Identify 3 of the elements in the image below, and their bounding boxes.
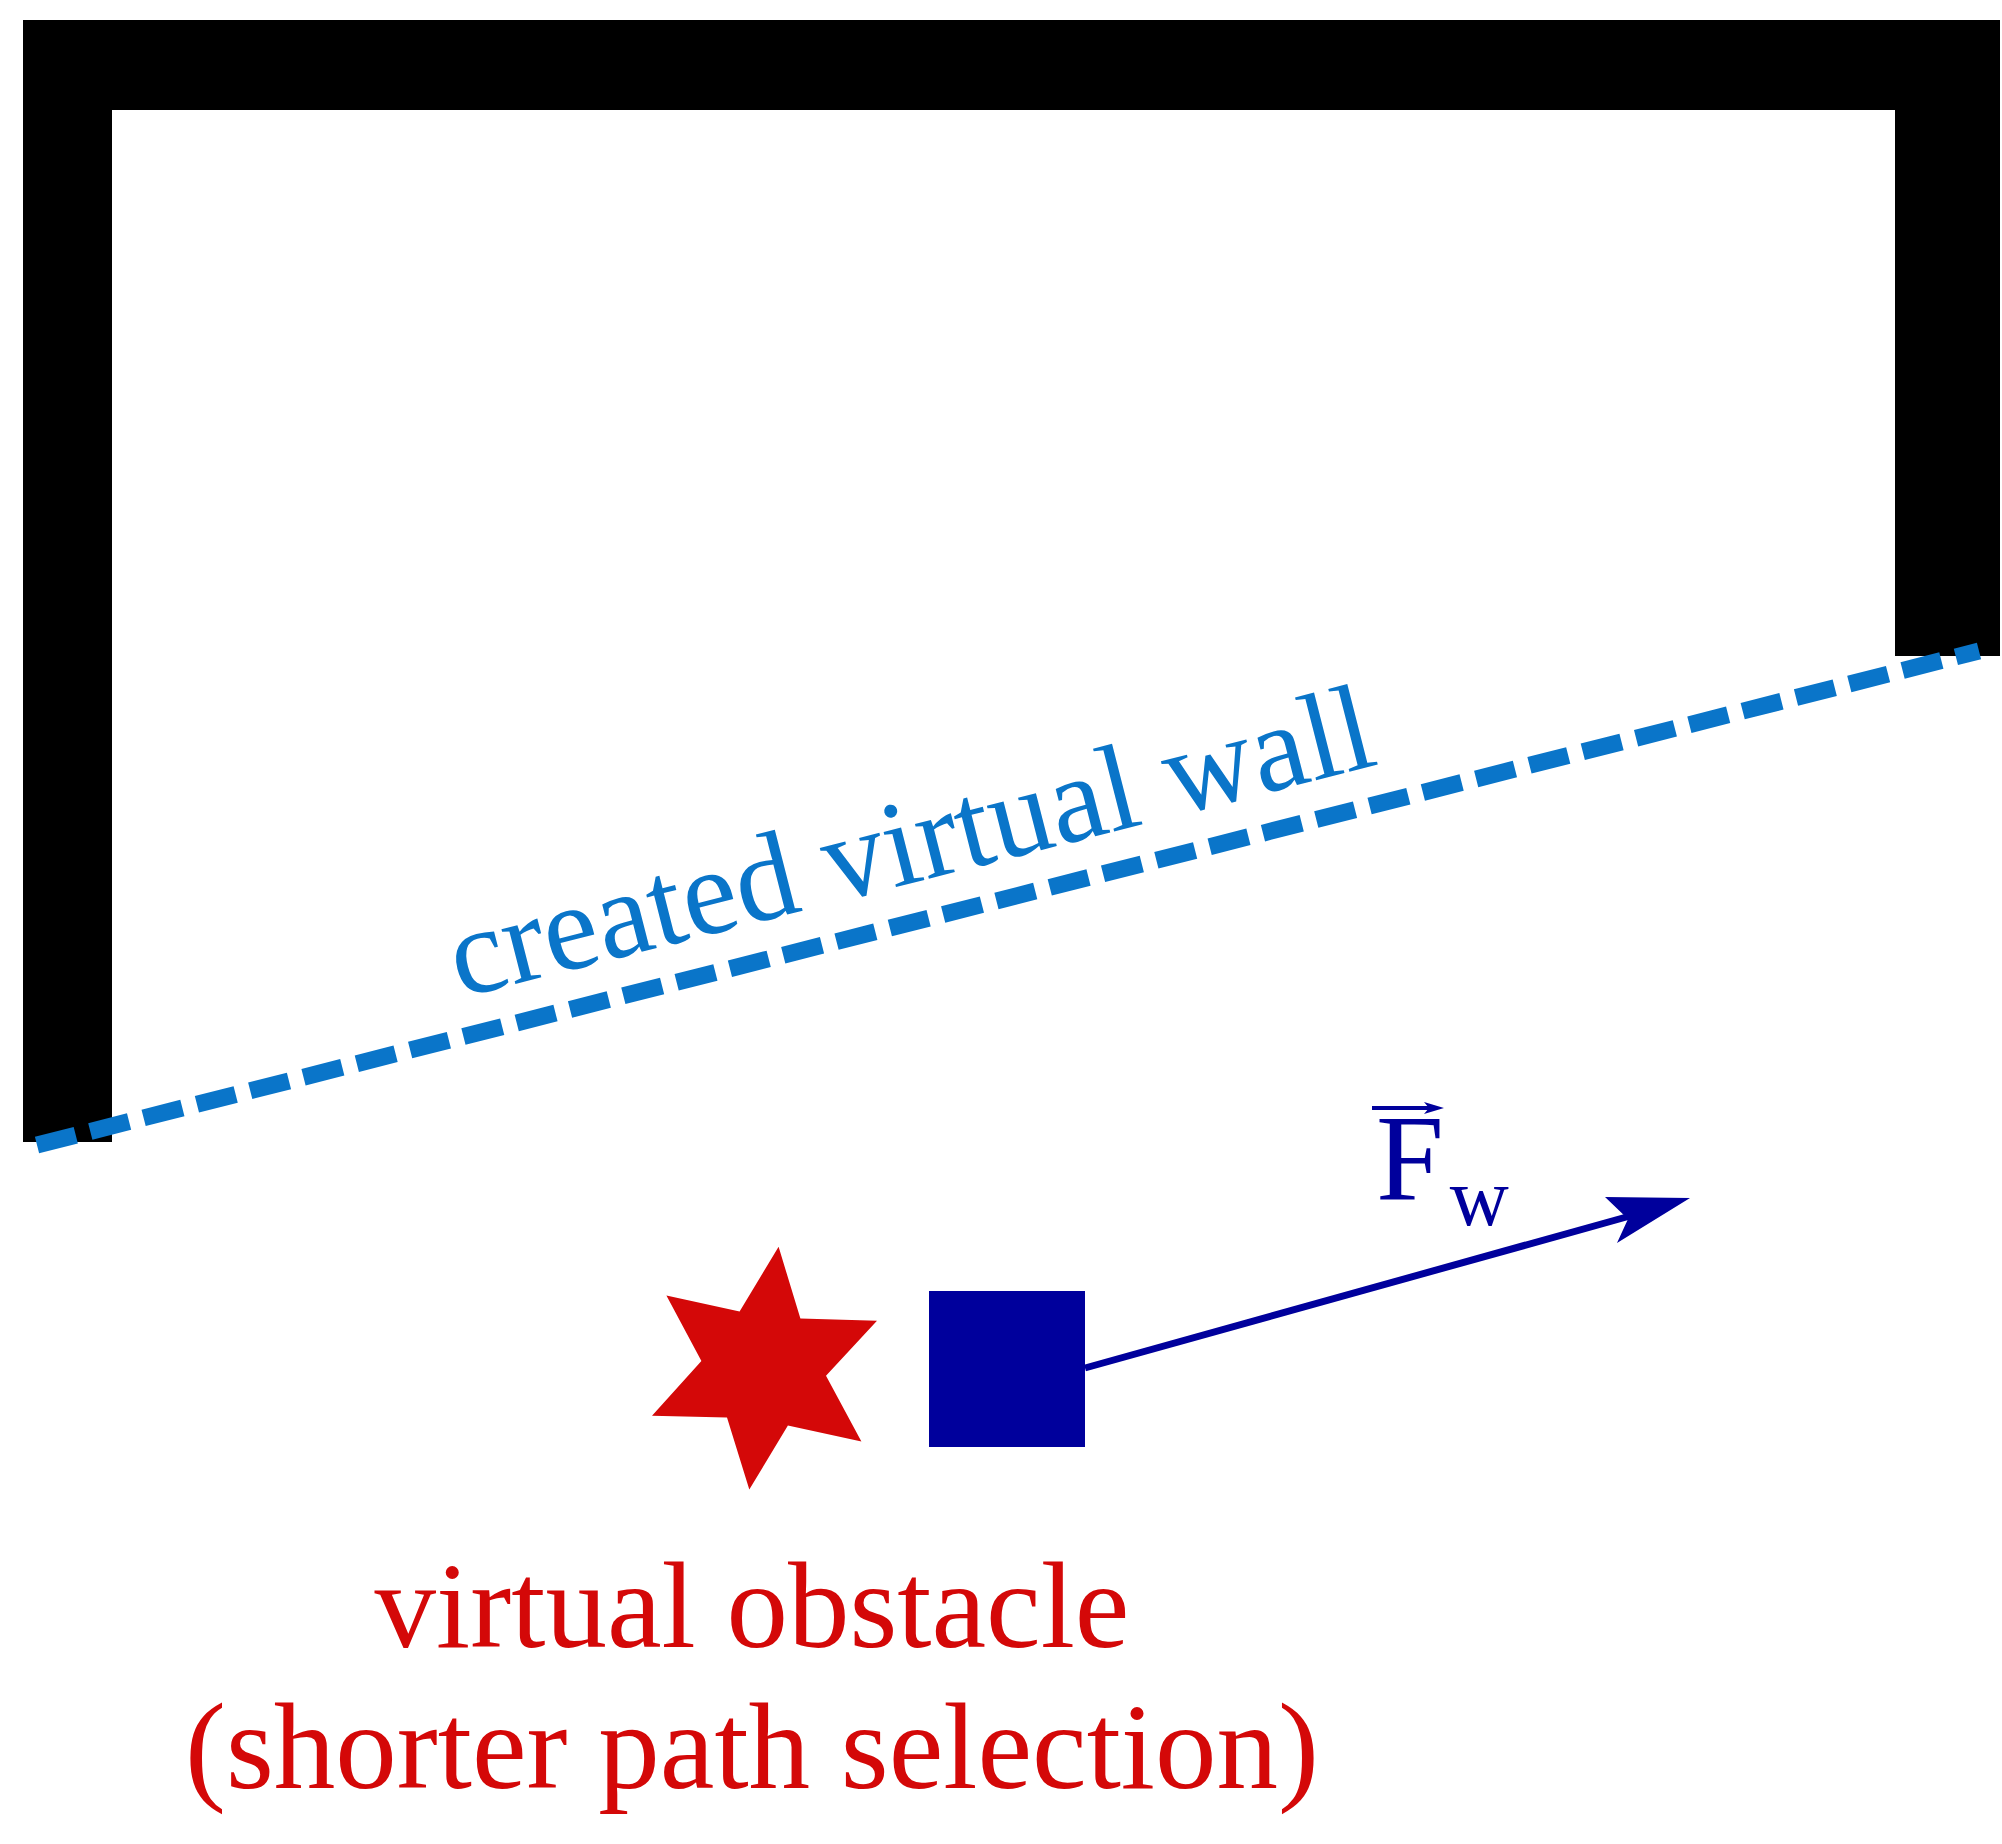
force-label: F$_{w}$ (1376, 1117, 1509, 1229)
obstacle-label: virtual obstacle (shorter path selection) (184, 1536, 1320, 1817)
wall-label: created virtual wall (434, 664, 1385, 1018)
